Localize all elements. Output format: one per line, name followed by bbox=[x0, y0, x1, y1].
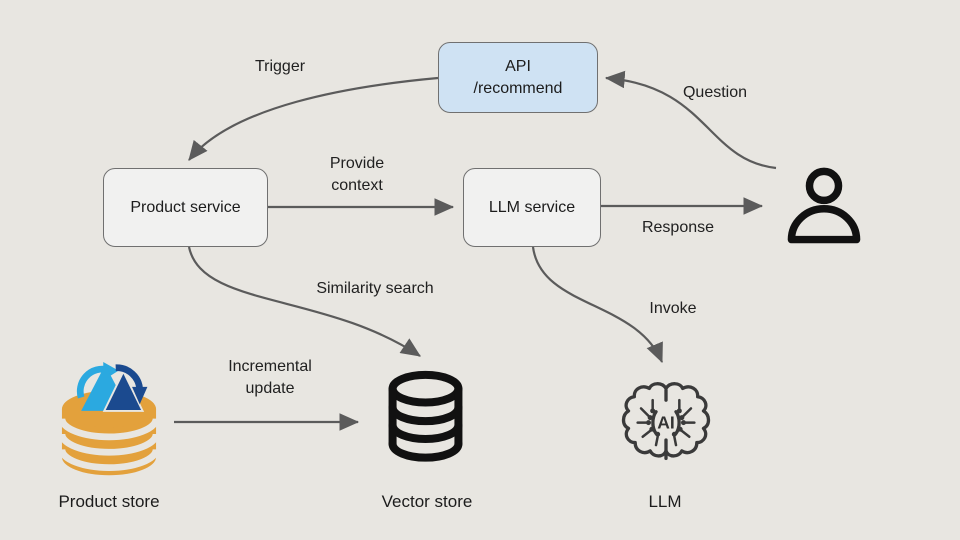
product-service-label: Product service bbox=[130, 198, 241, 216]
edge-label-question: Question bbox=[682, 84, 748, 101]
ai-brain-icon: AI bbox=[621, 382, 711, 461]
api-label-line2: /recommend bbox=[473, 79, 563, 97]
database-sync-icon bbox=[58, 361, 160, 476]
edge-label-trigger: Trigger bbox=[254, 58, 306, 75]
llm-label: LLM bbox=[648, 492, 682, 511]
edge-label-incremental-update: Incremental update bbox=[228, 358, 312, 397]
llm-service-label: LLM service bbox=[488, 198, 576, 216]
api-label-line1: API bbox=[505, 57, 531, 75]
node-api-recommend: API /recommend bbox=[438, 42, 598, 113]
brain-ai-text: AI bbox=[657, 412, 675, 432]
trigger-arrow bbox=[188, 76, 439, 161]
node-product-service: Product service bbox=[103, 168, 268, 247]
product-store-label: Product store bbox=[58, 492, 160, 511]
edge-label-invoke: Invoke bbox=[649, 300, 697, 317]
invoke-arrow bbox=[531, 246, 664, 364]
node-llm-service: LLM service bbox=[463, 168, 601, 247]
question-arrow bbox=[604, 70, 777, 170]
edge-label-response: Response bbox=[641, 219, 715, 236]
database-cylinder-icon bbox=[388, 370, 463, 462]
person-icon bbox=[787, 167, 861, 244]
edge-label-similarity-search: Similarity search bbox=[316, 280, 434, 297]
similarity-search-arrow bbox=[187, 246, 421, 357]
vector-store-label: Vector store bbox=[381, 492, 473, 511]
edge-label-provide-context: Provide context bbox=[329, 155, 385, 194]
